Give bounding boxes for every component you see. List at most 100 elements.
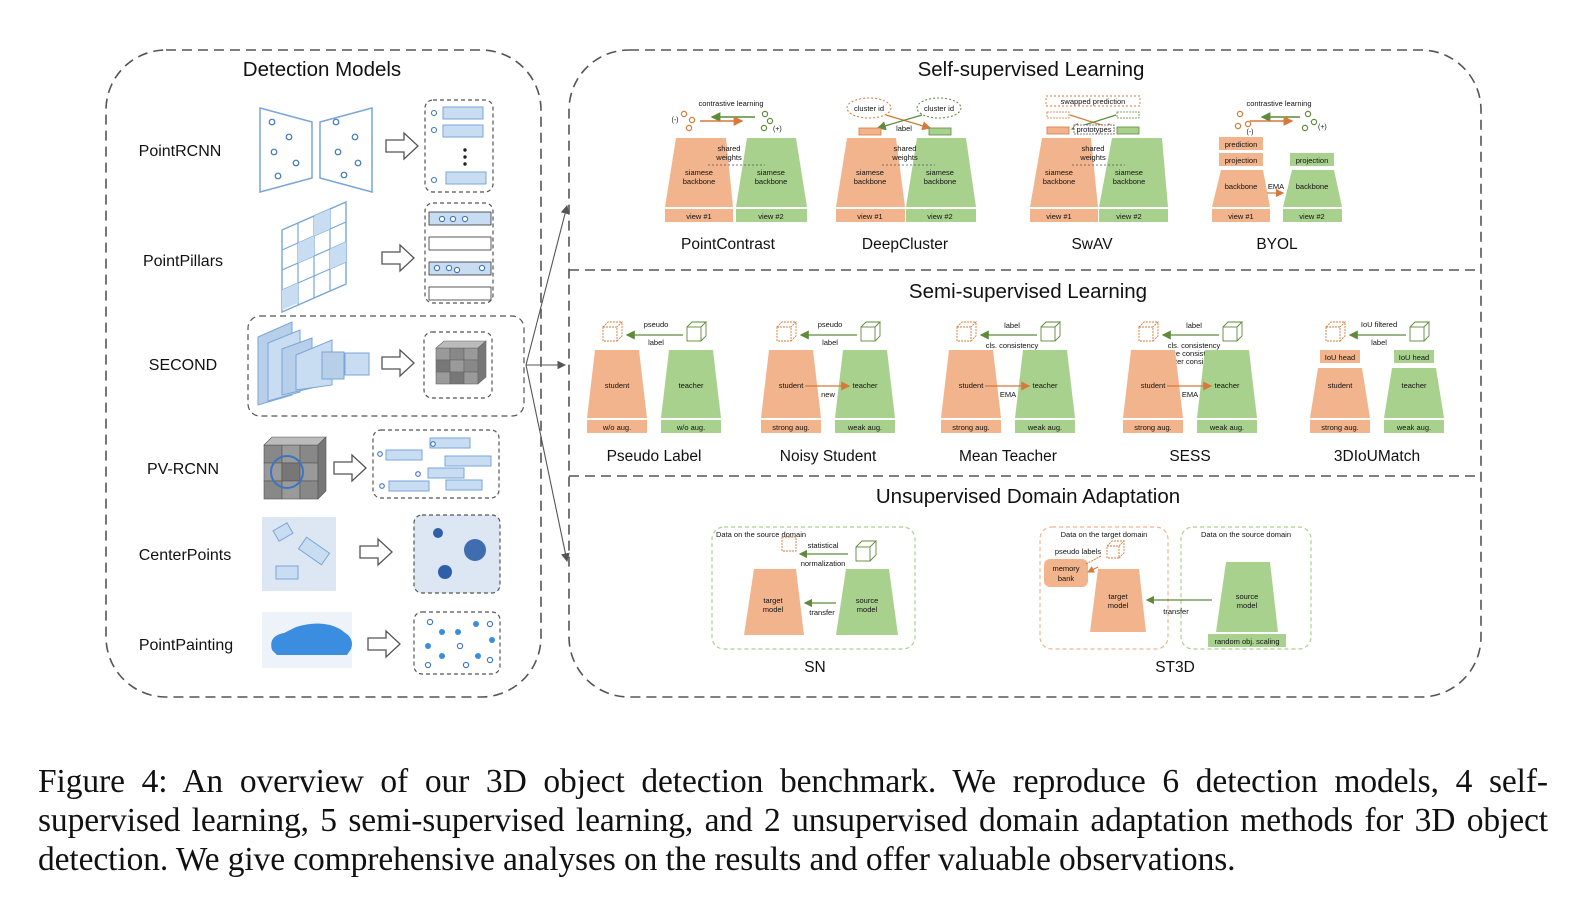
pc-top-label: contrastive learning — [698, 99, 763, 108]
semi-top-4-1: label — [1371, 338, 1387, 347]
semi-arrow-2: EMA — [1000, 390, 1016, 399]
dc-right-bb-2: backbone — [924, 177, 957, 186]
swav-name: SwAV — [1071, 236, 1113, 253]
semi-teacher-3: teacher — [1214, 381, 1240, 390]
byol-name: BYOL — [1256, 236, 1298, 253]
byol-top-label: contrastive learning — [1246, 99, 1311, 108]
pc-plus: (+) — [773, 126, 782, 133]
sn-name: SN — [804, 659, 826, 676]
swav-shared-2: weights — [1079, 153, 1106, 162]
byol-prediction: prediction — [1225, 140, 1258, 149]
methods-panel: Self-supervised Learning Semi-supervised… — [568, 49, 1482, 698]
byol-projection-left: projection — [1225, 156, 1258, 165]
semi-top-0-0: pseudo — [644, 320, 669, 329]
semi-aug-left-1: strong aug. — [772, 423, 810, 432]
pointrcnn-icon — [259, 99, 494, 193]
dc-cluster-2: cluster id — [924, 104, 954, 113]
pc-shared-1: shared — [718, 144, 741, 153]
swav-right-bb-1: siamese — [1115, 168, 1143, 177]
centerpoints-icon — [262, 514, 501, 594]
sn-target-1: target — [763, 596, 783, 605]
semi-aug-right-1: weak aug. — [847, 423, 882, 432]
sn-target-2: model — [763, 605, 784, 614]
semi-aug-right-3: weak aug. — [1209, 423, 1244, 432]
semi-top-3-1: cls. consistency — [1168, 341, 1221, 350]
sn-top-1: statistical — [808, 541, 839, 550]
byol-backbone-right: backbone — [1296, 182, 1329, 191]
swav-right-bb-2: backbone — [1113, 177, 1146, 186]
dc-cluster-1: cluster id — [854, 104, 884, 113]
pc-left-bb-1: siamese — [685, 168, 713, 177]
pointpillars-icon — [281, 200, 494, 314]
model-label-pv-rcnn: PV-RCNN — [147, 461, 219, 478]
method-deepcluster: cluster id cluster id label shared weigh… — [836, 97, 976, 253]
dc-left-bb-1: siamese — [856, 168, 884, 177]
semi-iou-left: IoU head — [1325, 353, 1355, 362]
dc-view1: view #1 — [857, 212, 882, 221]
dc-shared-2: weights — [891, 153, 918, 162]
pc-view1: view #1 — [686, 212, 711, 221]
pc-shared-2: weights — [715, 153, 742, 162]
st3d-target-1: target — [1108, 592, 1128, 601]
semi-teacher-1: teacher — [852, 381, 878, 390]
semi-top-0-1: label — [648, 338, 664, 347]
model-label-pointrcnn: PointRCNN — [139, 143, 222, 160]
st3d-pseudo: pseudo labels — [1055, 547, 1102, 556]
method-pointcontrast: contrastive learning (-) (+) shared weig… — [665, 99, 807, 253]
semi-aug-left-2: strong aug. — [952, 423, 990, 432]
semi-top-3-3: center consistency — [1163, 357, 1225, 366]
dc-right-bb-1: siamese — [926, 168, 954, 177]
semi-teacher-2: teacher — [1032, 381, 1058, 390]
st3d-source-1: source — [1236, 592, 1259, 601]
semi-student-0: student — [605, 381, 631, 390]
semi-student-2: student — [959, 381, 985, 390]
semi-arrow-1: new — [821, 390, 835, 399]
semi-aug-left-4: strong aug. — [1321, 423, 1359, 432]
sn-transfer: transfer — [809, 608, 835, 617]
semi-top-2-0: label — [1004, 321, 1020, 330]
method-sn: Data on the source domain statistical no… — [711, 526, 916, 676]
semi-supervised-title: Semi-supervised Learning — [909, 280, 1147, 303]
semi-aug-right-0: w/o aug. — [676, 423, 705, 432]
connector-lines — [525, 204, 570, 563]
pc-right-bb-1: siamese — [757, 168, 785, 177]
sn-source-2: model — [857, 605, 878, 614]
swav-shared-1: shared — [1082, 144, 1105, 153]
method-pseudo-label: pseudo label student teacher w/o aug. w/o aug… — [587, 320, 721, 465]
semi-name-1: Noisy Student — [780, 448, 877, 465]
semi-aug-left-0: w/o aug. — [602, 423, 631, 432]
semi-aug-right-2: weak aug. — [1027, 423, 1062, 432]
method-byol: contrastive learning (-) (+) prediction … — [1212, 99, 1342, 253]
st3d-memory-2: bank — [1058, 574, 1075, 583]
detection-title: Detection Models — [243, 58, 401, 81]
uda-title: Unsupervised Domain Adaptation — [876, 485, 1180, 508]
model-label-pointpillars: PointPillars — [143, 253, 223, 270]
semi-aug-right-4: weak aug. — [1396, 423, 1431, 432]
pv-rcnn-icon — [263, 429, 500, 500]
semi-top-2-1: cls. consistency — [986, 341, 1039, 350]
st3d-name: ST3D — [1155, 659, 1195, 676]
byol-backbone-left: backbone — [1225, 182, 1258, 191]
pointpainting-icon — [262, 611, 501, 675]
model-label-second: SECOND — [149, 357, 217, 374]
byol-view1: view #1 — [1228, 212, 1253, 221]
dc-left-bb-2: backbone — [854, 177, 887, 186]
model-label-centerpoints: CenterPoints — [139, 547, 232, 564]
pc-left-bb-2: backbone — [683, 177, 716, 186]
self-supervised-title: Self-supervised Learning — [918, 58, 1145, 81]
pc-name: PointContrast — [681, 236, 776, 253]
byol-ema: EMA — [1268, 182, 1284, 191]
semi-name-2: Mean Teacher — [959, 448, 1057, 465]
figure-caption: Figure 4: An overview of our 3D object d… — [38, 763, 1548, 878]
byol-minus: (-) — [1247, 129, 1254, 136]
st3d-scaling: random obj. scaling — [1214, 637, 1279, 646]
semi-teacher-0: teacher — [678, 381, 704, 390]
sn-top-2: normalization — [801, 559, 846, 568]
dc-view2: view #2 — [927, 212, 952, 221]
semi-student-4: student — [1328, 381, 1354, 390]
